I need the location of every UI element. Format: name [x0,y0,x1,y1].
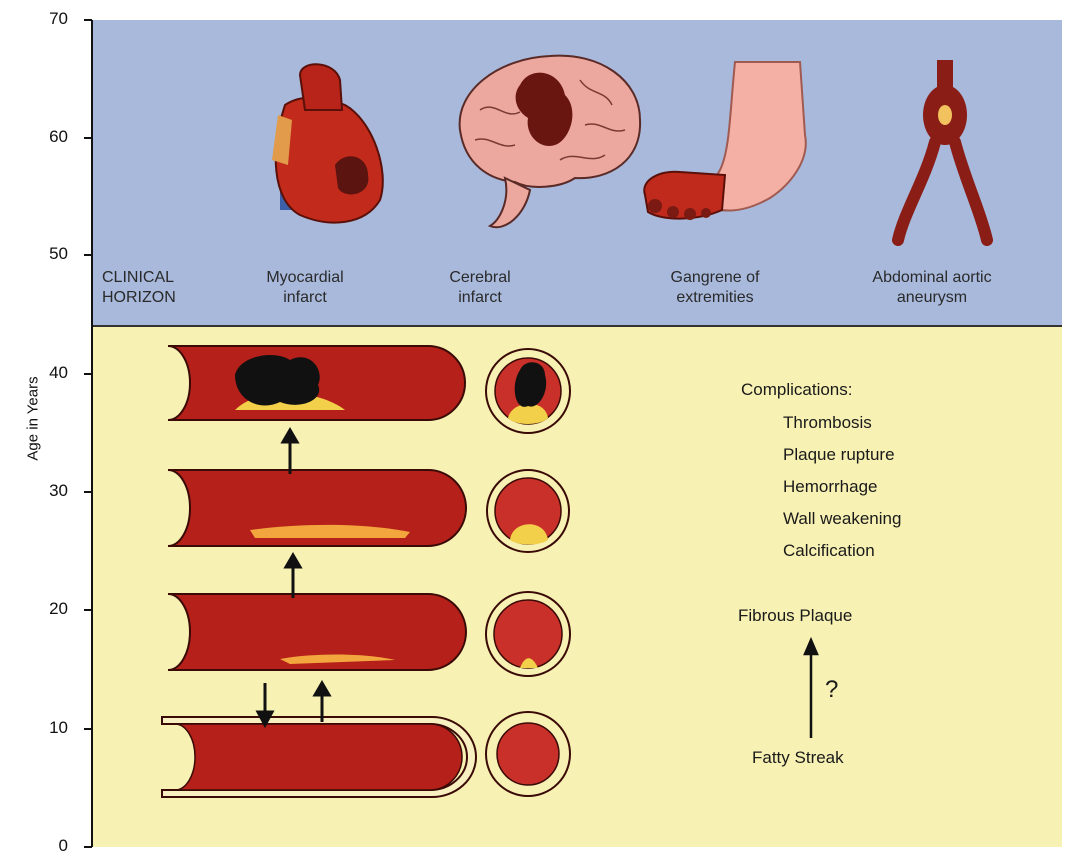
cross-section-10 [486,712,570,796]
y-tick-60: 60 [28,127,68,147]
question-mark: ? [825,676,838,704]
complication-item: Thrombosis [783,413,872,433]
cross-section-30 [487,470,569,552]
complication-item: Wall weakening [783,509,901,529]
label-myocardial-infarct: Myocardial infarct [250,268,360,308]
y-tick-50: 50 [28,244,68,264]
cross-section-40 [486,349,570,433]
complication-item: Hemorrhage [783,477,878,497]
label-gangrene: Gangrene of extremities [645,268,785,308]
cross-section-20 [486,592,570,676]
artery-stage-20 [168,594,466,670]
fibrous-plaque-label: Fibrous Plaque [738,606,852,626]
y-tick-10: 10 [28,718,68,738]
fatty-streak-label: Fatty Streak [752,748,844,768]
y-tick-0: 0 [28,836,68,856]
artery-stage-40 [168,346,465,420]
label-cerebral-infarct: Cerebral infarct [425,268,535,308]
y-axis-tick-marks [84,20,92,847]
artery-stage-10 [162,717,476,797]
complication-item: Plaque rupture [783,445,895,465]
y-tick-40: 40 [28,363,68,383]
label-aortic-aneurysm: Abdominal aortic aneurysm [852,268,1012,308]
clinical-horizon-label: CLINICAL HORIZON [102,268,212,308]
y-tick-70: 70 [28,9,68,29]
complication-item: Calcification [783,541,875,561]
y-tick-30: 30 [28,481,68,501]
artery-stage-30 [168,470,466,546]
y-tick-20: 20 [28,599,68,619]
complications-title: Complications: [741,380,853,400]
